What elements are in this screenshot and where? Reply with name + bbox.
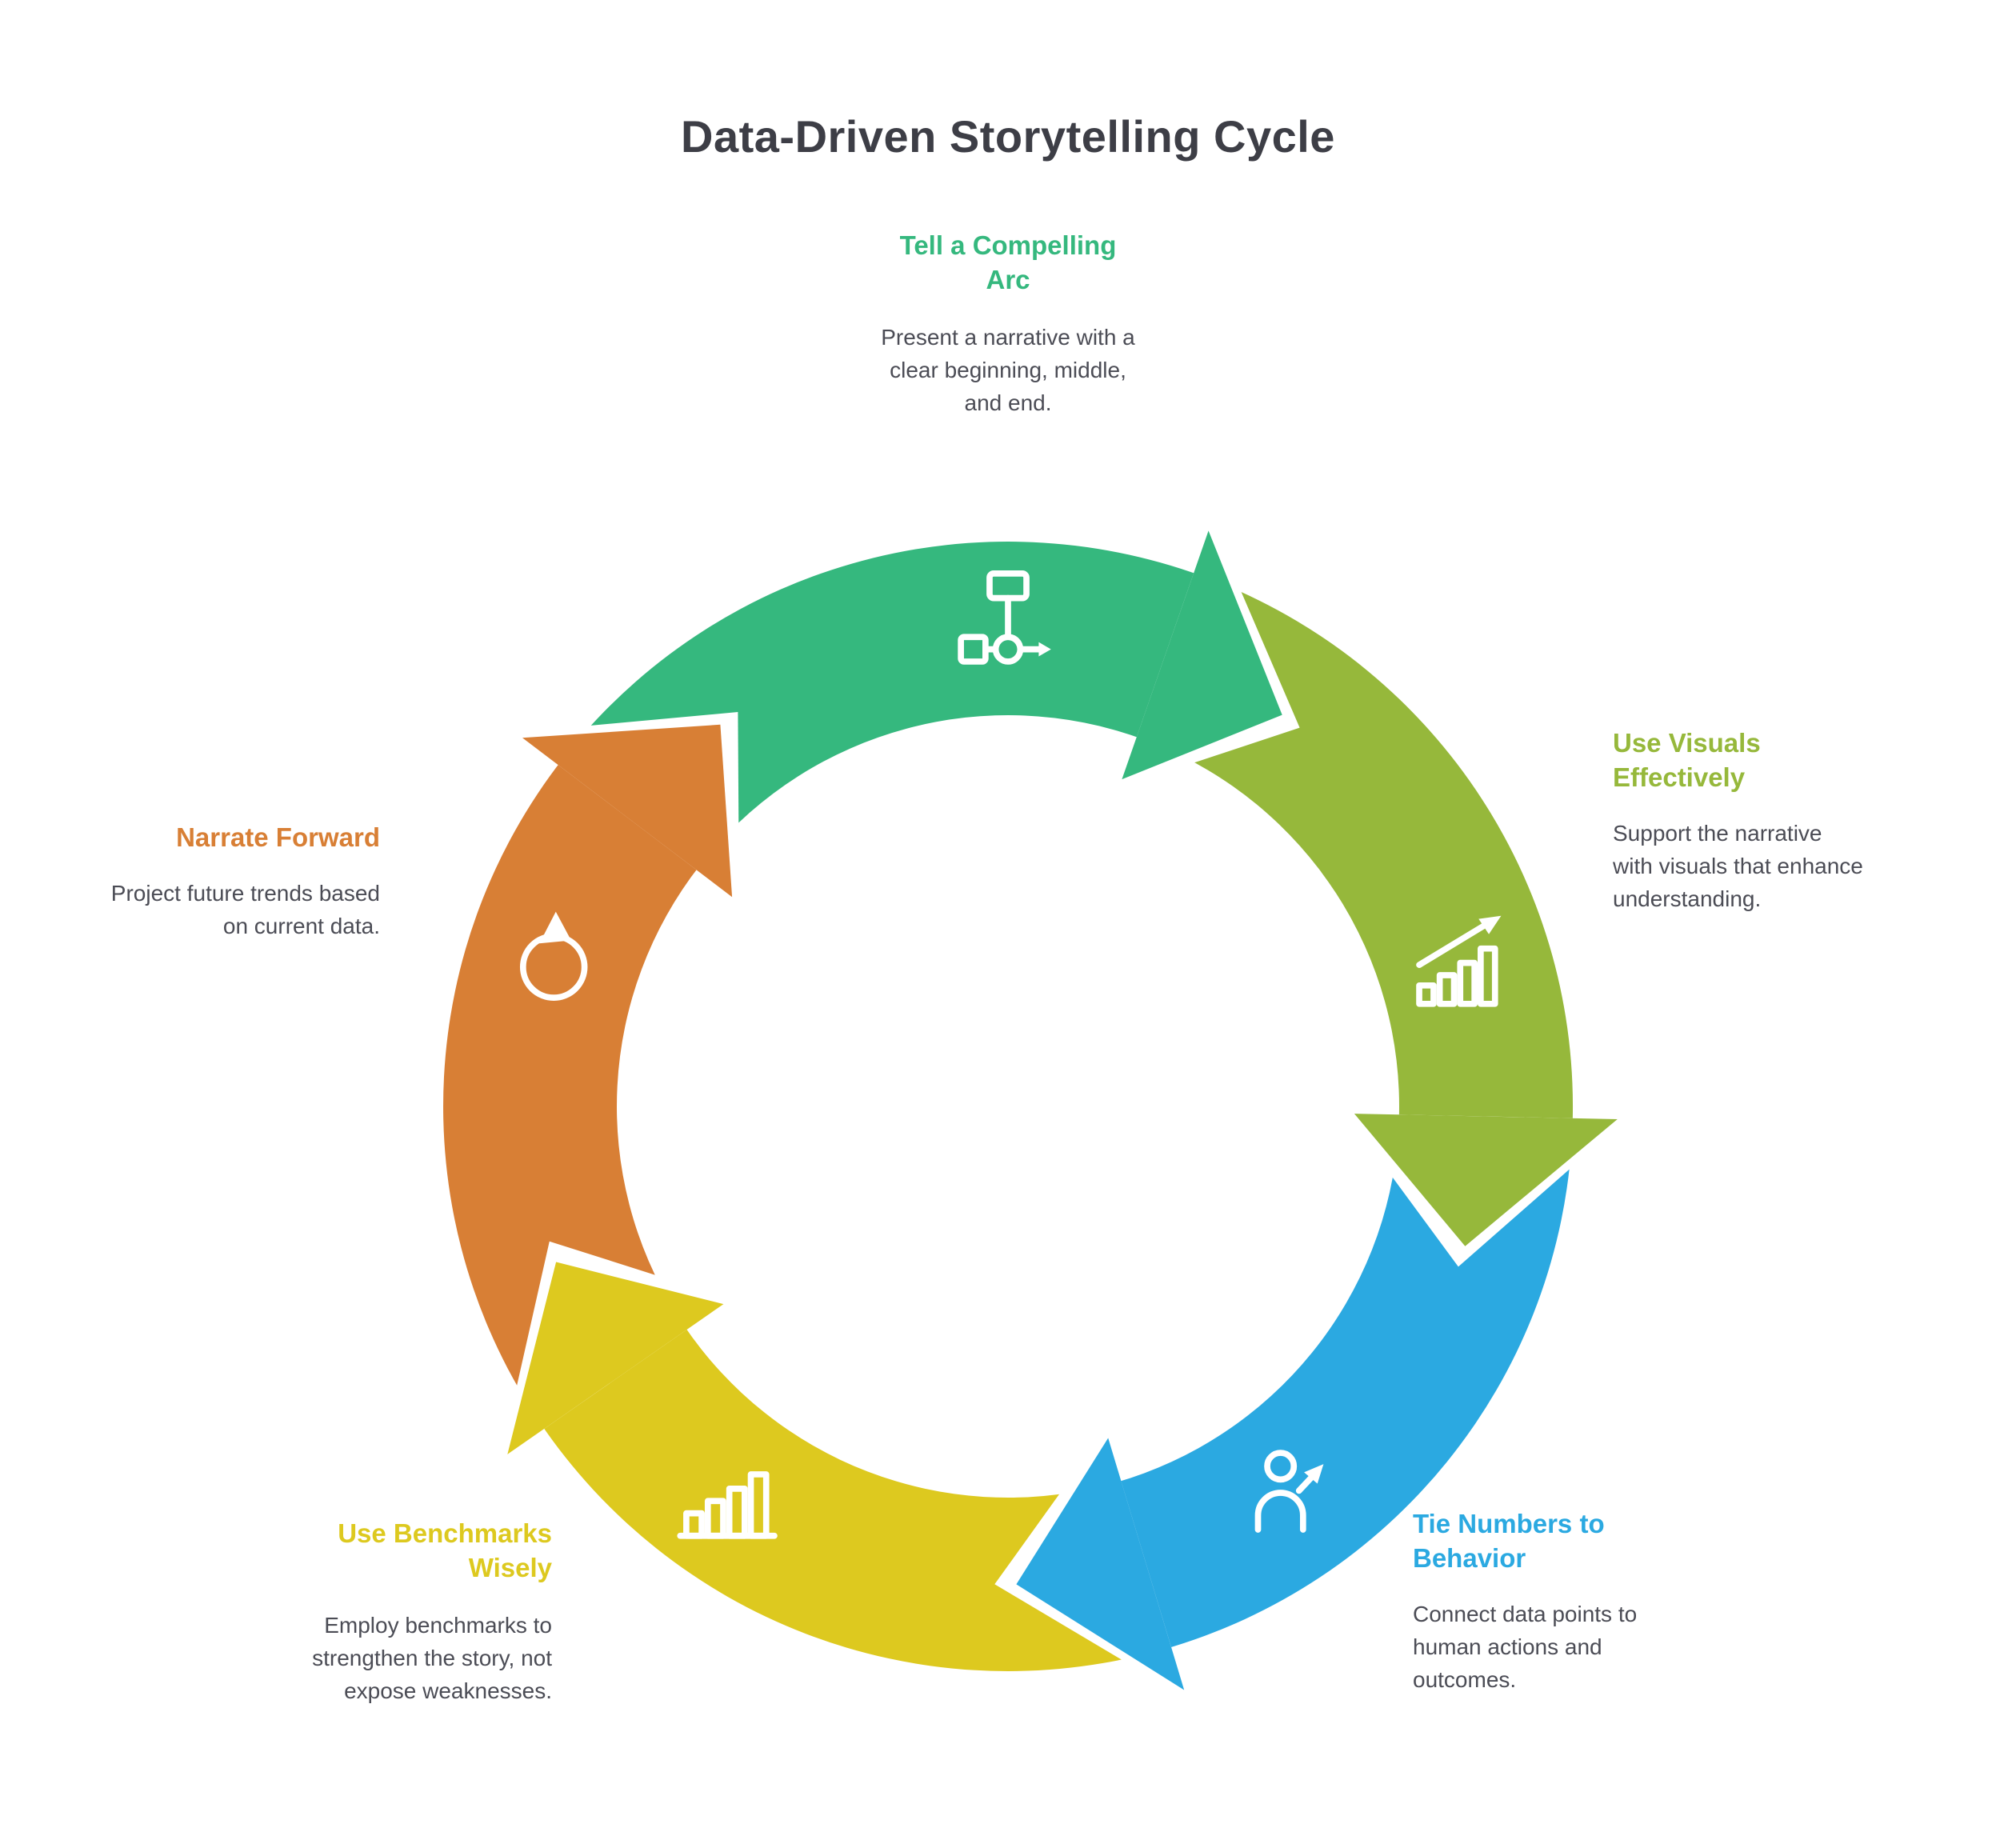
segment-heading: Use Benchmarks Wisely [338, 1518, 552, 1582]
segment-heading: Tie Numbers to Behavior [1413, 1509, 1605, 1573]
page-title: Data-Driven Storytelling Cycle [681, 111, 1335, 162]
segment-heading: Narrate Forward [176, 822, 380, 852]
segment-narrate-forward-arrowhead [522, 724, 733, 898]
segment-heading: Tell a Compelling Arc [899, 230, 1117, 294]
segment-callout-tie-numbers-to-behavior: Tie Numbers to Behavior Connect data poi… [1413, 1507, 1685, 1696]
segment-use-benchmarks-wisely [539, 1325, 1145, 1671]
segment-use-visuals-effectively-arrowhead [1354, 1114, 1618, 1246]
segment-callout-tell-a-compelling-arc: Tell a Compelling Arc Present a narrativ… [768, 229, 1248, 419]
segment-heading: Use Visuals Effectively [1613, 728, 1761, 792]
segment-callout-narrate-forward: Narrate Forward Project future trends ba… [100, 821, 380, 943]
segment-tie-numbers-to-behavior-arrowhead [1016, 1438, 1185, 1690]
segment-narrate-forward [443, 758, 700, 1406]
segment-tell-a-compelling-arc-arrowhead [1122, 530, 1282, 780]
segment-callout-use-visuals-effectively: Use Visuals Effectively Support the narr… [1613, 726, 1865, 915]
segment-description: Employ benchmarks to strengthen the stor… [312, 1612, 552, 1703]
segment-description: Present a narrative with a clear beginni… [881, 324, 1135, 415]
segment-description: Connect data points to human actions and… [1413, 1601, 1638, 1692]
segment-description: Project future trends based on current d… [110, 880, 380, 938]
segment-use-benchmarks-wisely-arrowhead [507, 1262, 724, 1454]
segment-callout-use-benchmarks-wisely: Use Benchmarks Wisely Employ benchmarks … [240, 1517, 552, 1707]
segment-description: Support the narrative with visuals that … [1613, 820, 1863, 911]
